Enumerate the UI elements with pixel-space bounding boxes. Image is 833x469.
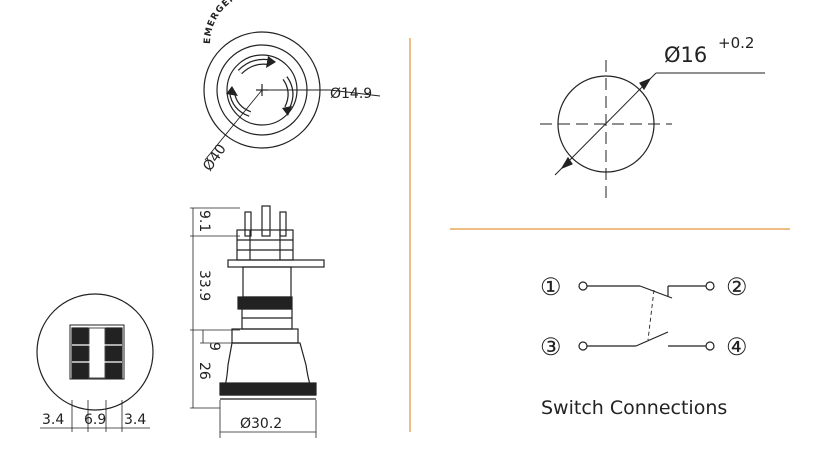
switch-caption: Switch Connections bbox=[541, 397, 727, 419]
terminal-1: ① bbox=[540, 273, 562, 301]
dim-outer-diameter: Ø40 bbox=[200, 141, 230, 174]
terminal-4: ④ bbox=[726, 333, 748, 361]
top-view bbox=[203, 31, 381, 161]
dim-bottom-left: 3.4 bbox=[42, 412, 64, 428]
dim-terminal-height: 9.1 bbox=[196, 210, 212, 232]
dim-cutout-tolerance: +0.2 bbox=[718, 34, 754, 52]
dim-button-diameter: Ø14.9 bbox=[330, 86, 372, 102]
dim-bezel-height: 9 bbox=[206, 342, 222, 351]
bottom-view bbox=[36, 293, 154, 432]
terminal-2: ② bbox=[726, 273, 748, 301]
panel-cutout bbox=[540, 60, 765, 200]
ring-text-path: EMERGENCY STOP bbox=[203, 0, 289, 44]
terminal-3: ③ bbox=[540, 333, 562, 361]
dim-body-height: 33.9 bbox=[196, 270, 212, 301]
ring-text: EMERGENCY STOP bbox=[203, 0, 288, 44]
dim-bottom-right: 3.4 bbox=[124, 412, 146, 428]
side-view bbox=[190, 205, 325, 438]
dim-cutout-diameter: Ø16 bbox=[664, 43, 707, 67]
dim-bottom-center: 6.9 bbox=[84, 412, 106, 428]
switch-schematic bbox=[578, 281, 715, 351]
dim-button-height: 26 bbox=[196, 362, 212, 380]
dim-button-width: Ø30.2 bbox=[240, 416, 282, 432]
